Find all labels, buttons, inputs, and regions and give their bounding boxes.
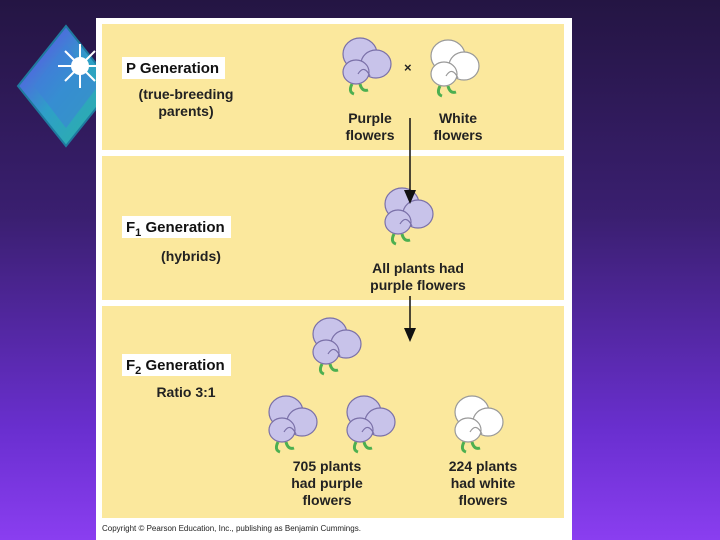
white-flowers-label: White flowers [418, 110, 498, 144]
f1-result-label: All plants had purple flowers [348, 260, 488, 294]
f2-purple-result-label: 705 plants had purple flowers [272, 458, 382, 509]
purple-flower-icon [342, 392, 400, 454]
purple-flower-icon [308, 314, 366, 376]
f2-white-result-label: 224 plants had white flowers [428, 458, 538, 509]
copyright-text: Copyright © Pearson Education, Inc., pub… [102, 524, 361, 533]
down-arrow-icon [402, 118, 418, 204]
purple-flowers-label: Purple flowers [330, 110, 410, 144]
f1-generation-title: F1 Generation [122, 216, 231, 238]
f1-generation-panel: F1 Generation (hybrids) All plants had p… [102, 156, 564, 300]
p-generation-subtitle: (true-breeding parents) [126, 86, 246, 120]
f1-generation-subtitle: (hybrids) [146, 248, 236, 265]
purple-flower-icon [264, 392, 322, 454]
f2-generation-title: F2 Generation [122, 354, 231, 376]
cross-symbol: × [404, 60, 412, 75]
p-generation-panel: P Generation (true-breeding parents) × P… [102, 24, 564, 150]
p-generation-title: P Generation [122, 57, 225, 79]
purple-flower-icon [338, 34, 396, 96]
f2-generation-panel: F2 Generation Ratio 3:1 [102, 306, 564, 518]
genetics-figure: P Generation (true-breeding parents) × P… [96, 18, 572, 540]
down-arrow-icon [402, 296, 418, 342]
ratio-label: Ratio 3:1 [146, 384, 226, 401]
white-flower-icon [450, 392, 508, 454]
white-flower-icon [426, 36, 484, 98]
